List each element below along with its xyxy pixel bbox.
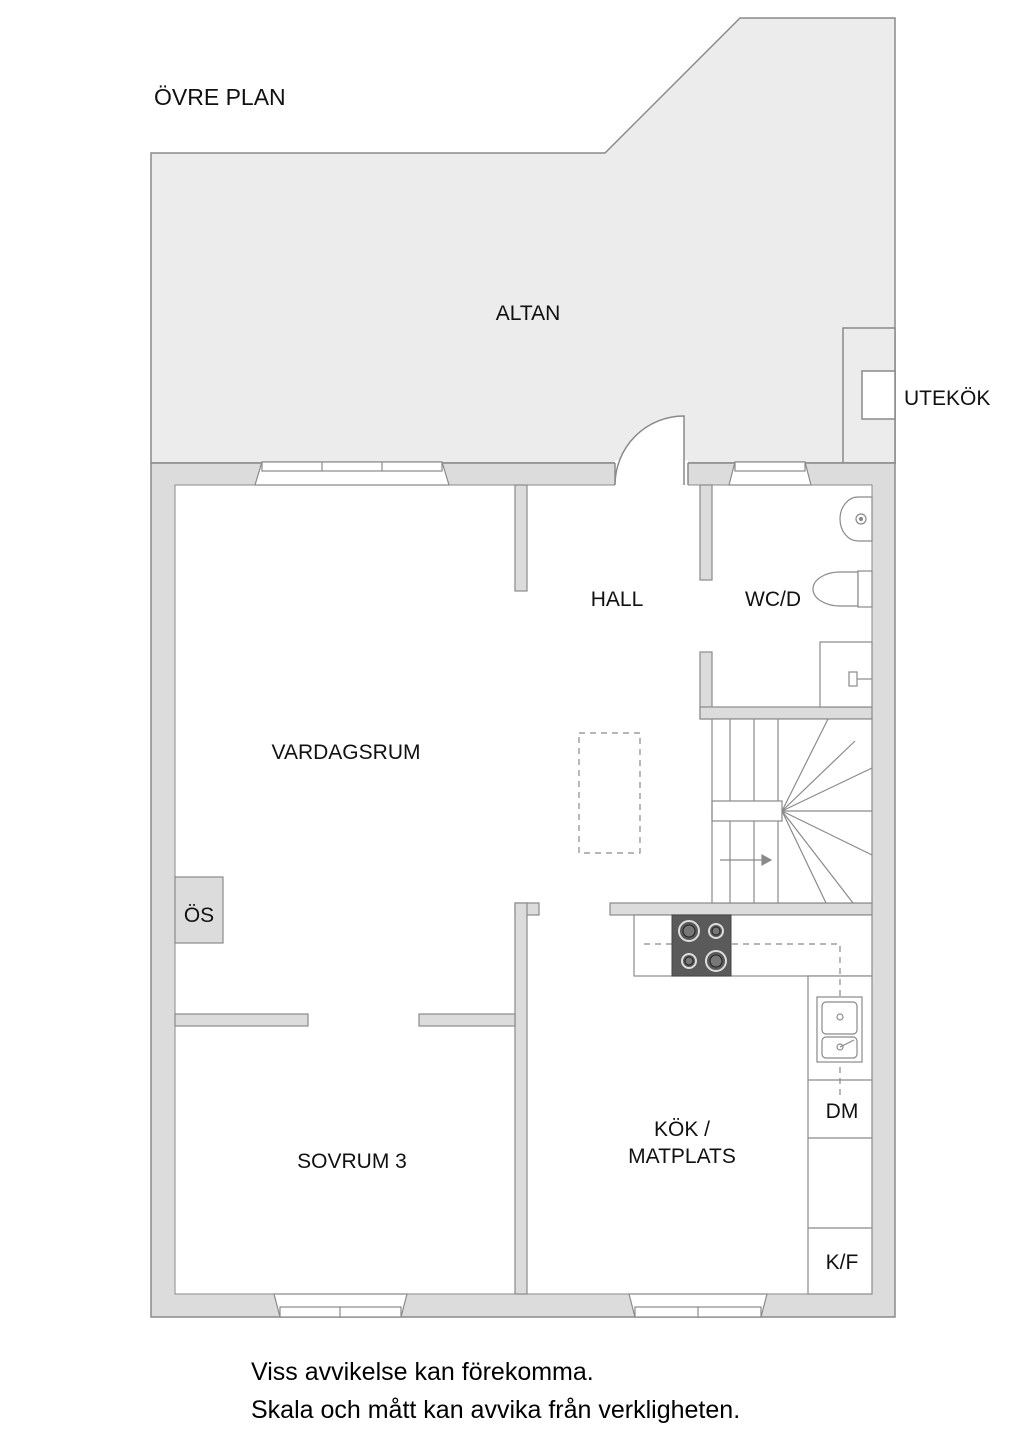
wc-fixtures [812, 496, 873, 708]
room-label-utekok: UTEKÖK [904, 387, 990, 410]
room-label-hall: HALL [591, 588, 644, 611]
cooktop [671, 914, 732, 977]
window-bottom-right [628, 1293, 768, 1318]
window-top-right [728, 461, 812, 486]
room-label-altan: ALTAN [496, 302, 561, 325]
disclaimer-line-1: Viss avvikelse kan förekomma. [251, 1358, 594, 1386]
window-top-left [254, 461, 450, 486]
outdoor-kitchen-counter [861, 370, 896, 420]
appliance-label-dm: DM [826, 1100, 859, 1123]
room-label-sovrum3: SOVRUM 3 [297, 1150, 407, 1173]
disclaimer-line-2: Skala och mått kan avvika från verklighe… [251, 1396, 740, 1424]
fireplace [174, 876, 224, 944]
room-label-os: ÖS [184, 904, 214, 927]
entrance-door-swing [614, 415, 685, 486]
interior-walls [174, 484, 873, 1295]
staircase [711, 718, 873, 904]
window-bottom-left [273, 1293, 408, 1318]
plan-title: ÖVRE PLAN [154, 84, 286, 110]
room-label-kok-line1: KÖK / [654, 1118, 710, 1141]
appliance-label-kf: K/F [826, 1251, 859, 1274]
kitchen-sink [816, 996, 863, 1063]
dashed-opening [578, 732, 641, 854]
room-label-vardagsrum: VARDAGSRUM [272, 741, 421, 764]
room-label-kok-line2: MATPLATS [628, 1145, 736, 1168]
room-label-wc-d: WC/D [745, 588, 801, 611]
